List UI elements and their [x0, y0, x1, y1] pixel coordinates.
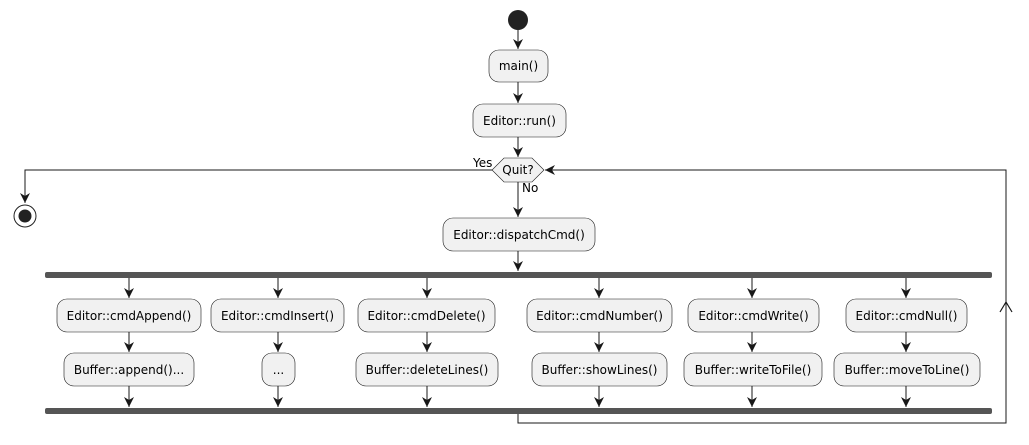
fork-bar [45, 272, 992, 278]
node-editor-run-label: Editor::run() [483, 114, 556, 128]
node-cmd-null-label: Editor::cmdNull() [856, 309, 958, 323]
branch-append: Editor::cmdAppend() Buffer::append()... [56, 278, 202, 407]
edge-yes-end [20, 169, 492, 203]
node-buffer-write [683, 352, 823, 387]
decision-quit: Quit? [491, 157, 545, 183]
node-buffer-delete-label: Buffer::deleteLines() [366, 363, 489, 377]
node-cmd-number-label: Editor::cmdNumber() [536, 309, 663, 323]
node-buffer-null [833, 352, 981, 387]
node-buffer-insert-label: ... [273, 363, 284, 377]
node-buffer-null-label: Buffer::moveToLine() [845, 363, 970, 377]
decision-quit-label: Quit? [502, 163, 533, 177]
node-buffer-write-label: Buffer::writeToFile() [695, 363, 812, 377]
edge-loop-back [517, 165, 1007, 424]
node-editor-run: Editor::run() [472, 103, 567, 138]
node-main: main() [488, 49, 549, 83]
node-dispatch: Editor::dispatchCmd() [442, 217, 596, 252]
branch-write: Editor::cmdWrite() Buffer::writeToFile() [683, 278, 823, 407]
branch-number: Editor::cmdNumber() Buffer::showLines() [526, 278, 673, 407]
decision-no-label: No [522, 181, 538, 195]
branch-delete: Editor::cmdDelete() Buffer::deleteLines(… [355, 278, 499, 407]
node-cmd-write [687, 298, 820, 333]
join-bar [45, 408, 992, 414]
node-main-label: main() [499, 59, 538, 73]
node-cmd-insert-label: Editor::cmdInsert() [221, 309, 334, 323]
branch-insert: Editor::cmdInsert() ... [210, 278, 345, 407]
node-cmd-delete-label: Editor::cmdDelete() [367, 309, 485, 323]
decision-yes-label: Yes [472, 156, 492, 170]
end-node [13, 204, 37, 228]
start-node [508, 10, 528, 30]
node-cmd-write-label: Editor::cmdWrite() [698, 309, 808, 323]
loop-direction-arrow [999, 300, 1013, 313]
node-buffer-number-label: Buffer::showLines() [542, 363, 658, 377]
node-buffer-append-label: Buffer::append()... [74, 363, 184, 377]
node-cmd-append-label: Editor::cmdAppend() [67, 309, 192, 323]
branch-null: Editor::cmdNull() Buffer::moveToLine() [833, 278, 981, 407]
node-dispatch-label: Editor::dispatchCmd() [453, 228, 585, 242]
